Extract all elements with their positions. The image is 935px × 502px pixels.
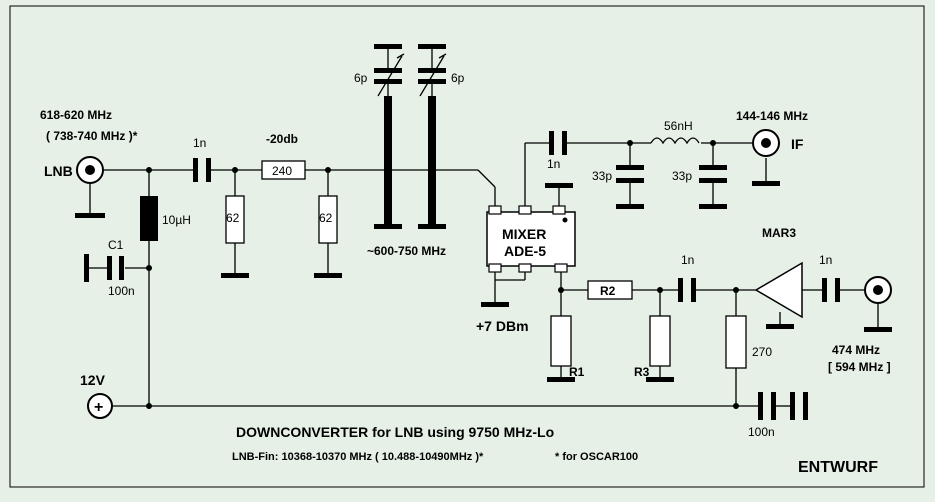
capacitor-amp-in xyxy=(678,278,696,302)
cap-if-value: 1n xyxy=(547,157,560,171)
mixer-ade-5 xyxy=(486,205,576,273)
resistor-270 xyxy=(725,315,747,369)
amp-label: MAR3 xyxy=(762,226,796,240)
power-terminal xyxy=(87,393,113,419)
mixer-label-line1: MIXER xyxy=(502,226,546,242)
inductor-56nh xyxy=(650,137,700,145)
lo-drive-label: +7 DBm xyxy=(476,318,529,334)
resistor-270-value: 270 xyxy=(752,345,772,359)
resistor-240-value: 240 xyxy=(272,164,292,178)
lnb-label: LNB xyxy=(44,163,73,179)
lo-freq: 474 MHz xyxy=(832,343,880,357)
cap-amp-in-value: 1n xyxy=(681,253,694,267)
capacitor-input xyxy=(193,158,211,182)
r1-label: R1 xyxy=(569,365,585,379)
inductor-value: 56nH xyxy=(664,119,693,133)
power-plus-symbol: + xyxy=(94,399,103,416)
resistor-62-a-value: 62 xyxy=(226,211,240,225)
trimmer-2-value: 6p xyxy=(451,71,465,85)
if-connector xyxy=(752,129,780,186)
cap-amp-out-value: 1n xyxy=(819,253,832,267)
c1-value: 100n xyxy=(108,284,135,298)
stripline-resonator-1 xyxy=(384,96,392,228)
trimmer-capacitor-1 xyxy=(374,44,405,97)
lo-connector xyxy=(864,276,892,332)
resistor-240 xyxy=(261,160,306,180)
resistor-r3 xyxy=(649,315,671,367)
ground-symbol xyxy=(221,273,249,278)
capacitor-33p-a xyxy=(616,165,644,209)
ground-symbol xyxy=(418,224,446,229)
input-freq: 618-620 MHz xyxy=(40,108,112,122)
ground-symbol xyxy=(481,302,509,307)
capacitor-decouple xyxy=(758,392,808,420)
cap-33p-a-value: 33p xyxy=(592,169,612,183)
cap-decouple-value: 100n xyxy=(748,425,775,439)
r2-label: R2 xyxy=(600,284,616,298)
filter-range-label: ~600-750 MHz xyxy=(367,244,446,258)
input-freq-alt: ( 738-740 MHz )* xyxy=(46,129,138,143)
ground-symbol xyxy=(75,213,105,218)
resistor-62-b xyxy=(318,195,338,244)
capacitor-amp-out xyxy=(822,278,840,302)
trimmer-1-value: 6p xyxy=(354,71,368,85)
attenuator-label: -20db xyxy=(266,132,298,146)
diagram-subtitle: LNB-Fin: 10368-10370 MHz ( 10.488-10490M… xyxy=(232,451,484,463)
c1-name: C1 xyxy=(108,238,124,252)
power-label: 12V xyxy=(80,372,106,388)
ground-symbol xyxy=(314,273,342,278)
ground-symbol xyxy=(374,224,402,229)
resistor-r1 xyxy=(550,315,572,367)
trimmer-capacitor-2 xyxy=(418,44,447,97)
resistor-62-b-value: 62 xyxy=(319,211,333,225)
diagram-title: DOWNCONVERTER for LNB using 9750 MHz-Lo xyxy=(236,424,554,440)
cap-input-value: 1n xyxy=(193,136,206,150)
lnb-connector xyxy=(75,156,105,218)
choke-value: 10µH xyxy=(162,213,191,227)
drawing-border xyxy=(9,5,925,488)
cap-33p-b-value: 33p xyxy=(672,169,692,183)
resistor-r2 xyxy=(587,280,633,300)
resistor-62-a xyxy=(225,195,245,244)
ground-symbol xyxy=(547,377,575,382)
if-freq: 144-146 MHz xyxy=(736,109,808,123)
amplifier-mar3 xyxy=(754,261,803,329)
capacitor-c1 xyxy=(84,254,124,282)
ground-symbol xyxy=(545,183,573,188)
entwurf-stamp: ENTWURF xyxy=(798,459,878,476)
lo-freq-alt: [ 594 MHz ] xyxy=(828,360,891,374)
ground-symbol xyxy=(646,377,674,382)
r3-label: R3 xyxy=(634,365,650,379)
mixer-label-line2: ADE-5 xyxy=(504,243,546,259)
capacitor-33p-b xyxy=(699,165,727,209)
stripline-resonator-2 xyxy=(428,96,436,228)
choke-inductor xyxy=(140,196,158,241)
capacitor-if xyxy=(549,131,567,155)
if-label: IF xyxy=(791,136,804,152)
footnote: * for OSCAR100 xyxy=(555,451,638,463)
